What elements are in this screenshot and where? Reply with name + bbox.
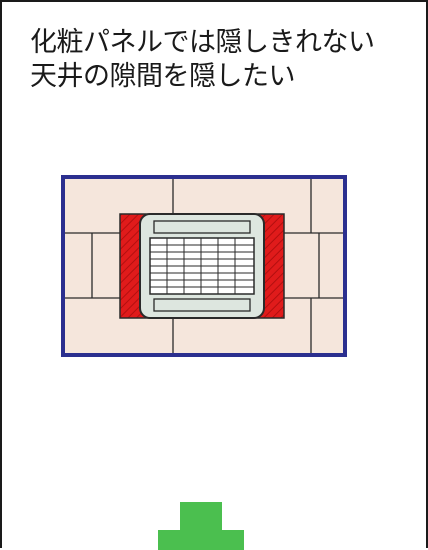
panel-grille	[149, 237, 255, 295]
caption-line-1: 化粧パネルでは隠しきれない	[30, 27, 375, 58]
caption-line-2: 天井の隙間を隠したい	[30, 61, 296, 92]
ceiling-board	[61, 175, 347, 357]
panel-top-slot	[153, 220, 251, 234]
panel-bottom-slot	[153, 298, 251, 312]
caption: 化粧パネルでは隠しきれない 天井の隙間を隠したい	[30, 26, 420, 94]
down-arrow-icon	[158, 502, 244, 550]
ceiling-seams	[65, 179, 343, 353]
